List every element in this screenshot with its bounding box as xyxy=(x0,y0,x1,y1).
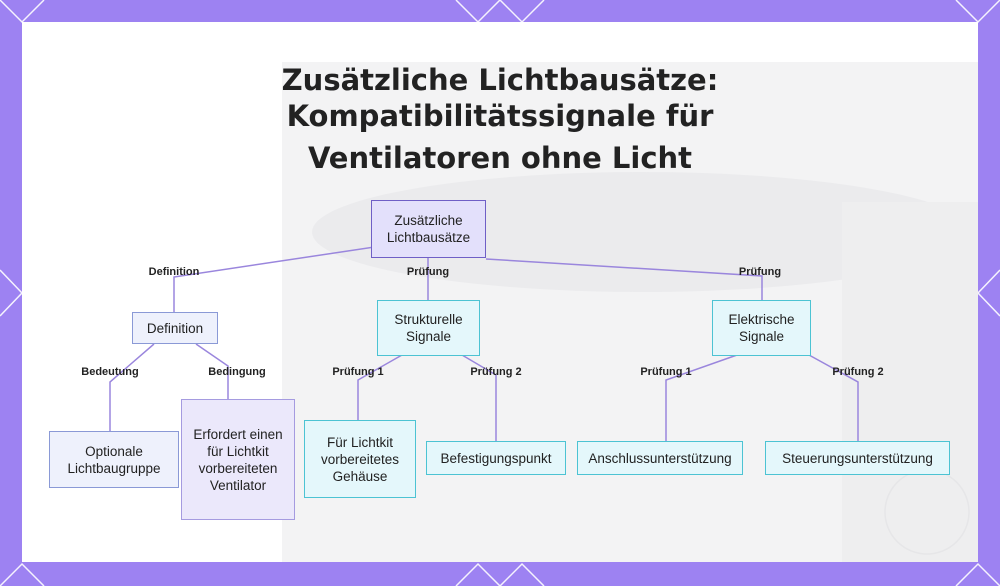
node-connection-support: Anschlussunterstützung xyxy=(577,441,743,475)
node-definition: Definition xyxy=(132,312,218,344)
node-requires-light-kit-ready-fan: Erfordert einen für Lichtkit vorbereitet… xyxy=(181,399,295,520)
node-electrical-signals: Elektrische Signale xyxy=(712,300,811,356)
edge-label-electrical-check-2: Prüfung 2 xyxy=(832,366,884,378)
title-line-1: Zusätzliche Lichtbausätze: xyxy=(281,63,719,97)
edge-struct-check2 xyxy=(461,354,497,441)
node-control-support: Steuerungsunterstützung xyxy=(765,441,950,475)
node-optional-light-assembly: Optionale Lichtbaugruppe xyxy=(49,431,179,488)
edge-def-meaning xyxy=(109,343,155,431)
diagram-title: Zusätzliche Lichtbausätze: Kompatibilitä… xyxy=(22,62,978,176)
node-structural-signals: Strukturelle Signale xyxy=(377,300,480,356)
edge-root-definition xyxy=(173,238,429,312)
title-line-2: Kompatibilitätssignale für xyxy=(286,99,714,133)
edge-elec-check2 xyxy=(808,354,859,441)
edge-label-structural-check-2: Prüfung 2 xyxy=(470,366,522,378)
edge-elec-check1 xyxy=(665,354,738,441)
node-mounting-point: Befestigungspunkt xyxy=(426,441,566,475)
edge-label-condition: Bedingung xyxy=(208,366,266,378)
edge-root-electrical xyxy=(485,258,763,300)
node-light-kit-ready-housing: Für Lichtkit vorbereitetes Gehäuse xyxy=(304,420,416,498)
edge-struct-check1 xyxy=(357,354,403,420)
edge-label-meaning: Bedeutung xyxy=(81,366,139,378)
edge-def-condition xyxy=(195,343,229,399)
edge-label-structural-check: Prüfung xyxy=(406,266,450,278)
diagram-canvas: Zusätzliche Lichtbausätze: Kompatibilitä… xyxy=(22,22,978,562)
node-root: Zusätzliche Lichtbausätze xyxy=(371,200,486,258)
edge-label-electrical-check: Prüfung xyxy=(738,266,782,278)
edge-label-definition: Definition xyxy=(148,266,200,278)
edge-label-structural-check-1: Prüfung 1 xyxy=(332,366,384,378)
connector-lines xyxy=(109,238,859,441)
title-line-3: Ventilatoren ohne Licht xyxy=(307,141,693,175)
edge-label-electrical-check-1: Prüfung 1 xyxy=(640,366,692,378)
